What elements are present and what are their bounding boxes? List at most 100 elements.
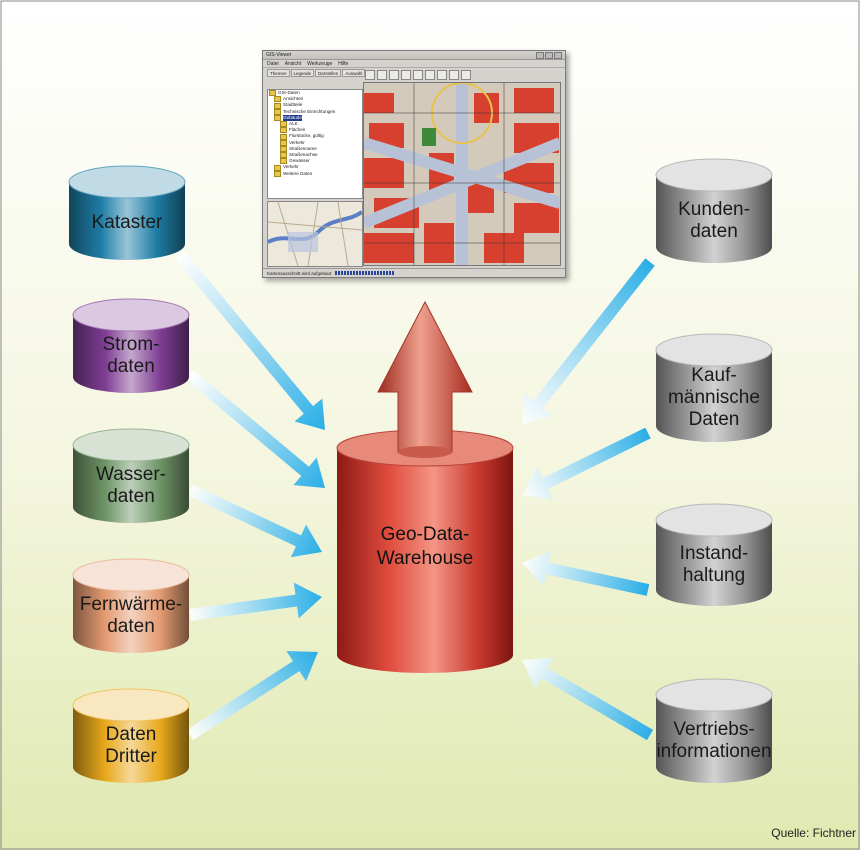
arrow-right-1 bbox=[522, 258, 655, 426]
gis-toolbar bbox=[363, 69, 561, 81]
gis-menu-item: Hilfe bbox=[338, 60, 349, 67]
gis-tree-item: Straßenname bbox=[268, 146, 362, 152]
pointer-icon bbox=[389, 70, 399, 80]
gis-tree-item: Straßenachse bbox=[268, 152, 362, 159]
folder-icon bbox=[280, 152, 287, 159]
folder-icon bbox=[280, 127, 287, 134]
gis-tree-item-label: Verkehr bbox=[289, 139, 305, 145]
arrow-left-2 bbox=[186, 370, 326, 489]
gis-application-window: GIS-Viewer Datei Ansicht Werkzeuge Hilfe… bbox=[262, 50, 566, 278]
gis-tab: Darstellen bbox=[315, 69, 342, 77]
arrows-layer bbox=[175, 251, 655, 741]
left-source-cylinder-1 bbox=[68, 165, 186, 260]
gis-statusbar: Kartenausschnitt wird aufgebaut bbox=[263, 268, 565, 277]
gis-tree-item: Flächen bbox=[268, 127, 362, 134]
left-source-cylinder-2 bbox=[72, 298, 190, 393]
center-cylinder-group bbox=[336, 300, 514, 673]
gis-tree-item: ALK bbox=[268, 121, 362, 128]
overview-map-drawing bbox=[268, 202, 362, 266]
gis-tree-item: Stadtteile bbox=[268, 102, 362, 109]
maximize-icon bbox=[545, 51, 553, 59]
gis-titlebar: GIS-Viewer bbox=[263, 51, 565, 60]
gis-tree-item: Gewässer bbox=[268, 158, 362, 165]
left-source-cylinder-5 bbox=[72, 688, 190, 783]
gis-tab: Themen bbox=[267, 69, 290, 77]
gis-tree-item-label: GIS-Daten bbox=[278, 90, 300, 95]
city-map-drawing bbox=[364, 83, 560, 265]
gis-tree-item-label: Gewässer bbox=[289, 158, 310, 164]
print-icon bbox=[365, 70, 375, 80]
layer-icon bbox=[461, 70, 471, 80]
arrow-left-4 bbox=[189, 582, 322, 621]
gis-tree-item-label: ALK bbox=[289, 121, 298, 127]
info-icon bbox=[437, 70, 447, 80]
gis-tree-item-label: Stadtteile bbox=[283, 102, 303, 108]
folder-icon bbox=[280, 145, 287, 152]
save-icon bbox=[377, 70, 387, 80]
gis-tree-item: Verkehr bbox=[268, 140, 362, 146]
gis-tree-item: GIS-Daten bbox=[268, 90, 362, 97]
pan-icon bbox=[425, 70, 435, 80]
gis-tab: Legende bbox=[290, 69, 315, 77]
gis-tree-item: Verkehr bbox=[268, 164, 362, 171]
gis-tabs: Themen Legende Darstellen Auswahl bbox=[267, 69, 366, 77]
minimize-icon bbox=[536, 51, 544, 59]
arrow-left-5 bbox=[186, 651, 318, 741]
zoom-in-icon bbox=[401, 70, 411, 80]
gis-tab: Auswahl bbox=[342, 69, 366, 77]
arrow-right-4 bbox=[521, 657, 654, 741]
gis-tree-item-label: Flächen bbox=[289, 127, 306, 133]
right-source-cylinder-2 bbox=[655, 333, 773, 442]
gis-progress-bar bbox=[335, 271, 396, 275]
right-source-cylinder-3 bbox=[655, 503, 773, 606]
right-source-cylinder-1 bbox=[655, 158, 773, 263]
folder-icon bbox=[274, 96, 281, 103]
gis-menubar: Datei Ansicht Werkzeuge Hilfe bbox=[263, 60, 565, 68]
gis-tree-item-label: Weitere Daten bbox=[283, 170, 313, 176]
left-source-cylinder-4 bbox=[72, 558, 190, 653]
gis-tree-item: Ansichten bbox=[268, 96, 362, 103]
source-cylinders-layer bbox=[68, 158, 773, 783]
folder-icon bbox=[280, 158, 287, 165]
zoom-out-icon bbox=[413, 70, 423, 80]
gis-tree-item-label: Gebäude bbox=[283, 114, 302, 122]
gis-window-buttons bbox=[536, 51, 562, 59]
output-up-arrow bbox=[377, 300, 473, 453]
right-source-cylinder-4 bbox=[655, 678, 773, 783]
gis-map-view bbox=[363, 82, 561, 266]
close-icon bbox=[554, 51, 562, 59]
warehouse-cylinder-body bbox=[337, 448, 513, 673]
arrow-right-3 bbox=[522, 550, 650, 596]
arrow-left-3 bbox=[187, 484, 323, 558]
folder-icon bbox=[280, 133, 287, 140]
left-source-cylinder-3 bbox=[72, 428, 190, 523]
gis-tree-item-label: Straßenname bbox=[289, 145, 317, 151]
gis-tree-item-label: Straßenachse bbox=[289, 152, 318, 158]
folder-icon bbox=[274, 102, 281, 109]
folder-icon bbox=[274, 164, 281, 171]
gis-status-text: Kartenausschnitt wird aufgebaut bbox=[267, 270, 332, 276]
gis-tree-item: Technische Einrichtungen bbox=[268, 109, 362, 115]
gis-title: GIS-Viewer bbox=[266, 52, 292, 58]
gis-menu-item: Werkzeuge bbox=[307, 60, 333, 67]
folder-icon bbox=[274, 114, 281, 121]
folder-icon bbox=[269, 90, 276, 97]
measure-icon bbox=[449, 70, 459, 80]
gis-menu-item: Datei bbox=[267, 60, 279, 67]
arrow-left-1 bbox=[175, 251, 326, 430]
gis-menu-item: Ansicht bbox=[284, 60, 302, 67]
gis-tree-item: Gebäude bbox=[268, 114, 362, 122]
arrow-right-2 bbox=[522, 427, 651, 500]
folder-icon bbox=[274, 170, 281, 177]
gis-tree-item: Flurstücke, gültig bbox=[268, 133, 362, 140]
gis-tree-item-label: Ansichten bbox=[283, 96, 304, 102]
folder-icon bbox=[274, 108, 281, 115]
gis-tree-item-label: Flurstücke, gültig bbox=[289, 133, 324, 139]
gis-tree-item: Weitere Daten bbox=[268, 171, 362, 177]
gis-tree-item-label: Technische Einrichtungen bbox=[283, 108, 336, 114]
folder-icon bbox=[280, 121, 287, 128]
gis-overview-map bbox=[267, 201, 363, 267]
